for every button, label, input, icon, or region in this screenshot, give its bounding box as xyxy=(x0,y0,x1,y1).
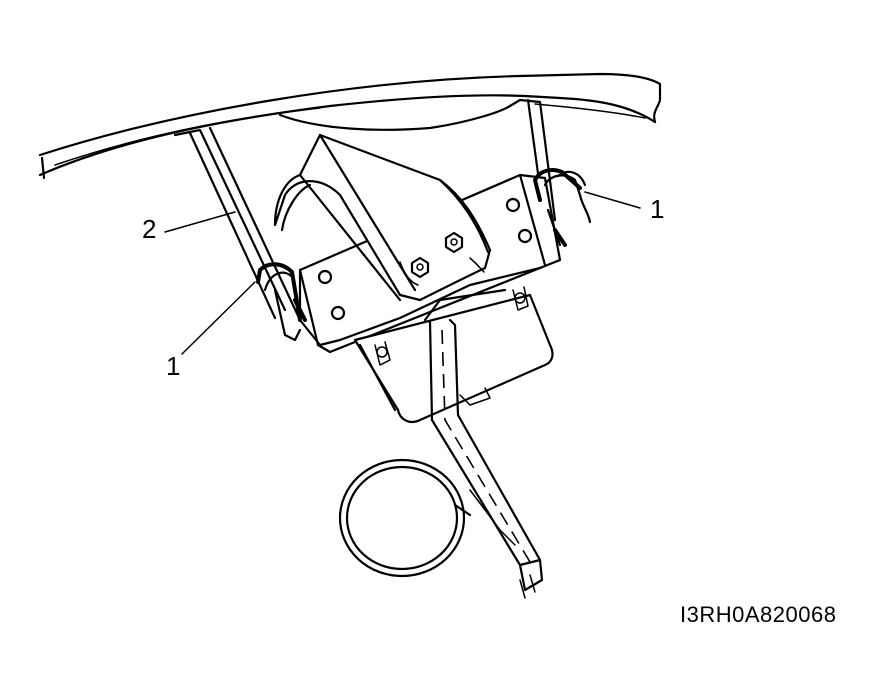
mounting-hole xyxy=(505,197,521,213)
lower-module-box xyxy=(353,286,554,424)
fastener-nut xyxy=(410,256,430,279)
mounting-frame xyxy=(173,98,557,322)
body-panel xyxy=(38,72,662,180)
leader-lines xyxy=(164,191,641,355)
callout-label-frame: 2 xyxy=(142,214,156,244)
fastener-nut xyxy=(444,231,464,254)
retaining-clip-left xyxy=(256,262,307,342)
mounting-hole xyxy=(330,305,346,321)
figure-id: I3RH0A820068 xyxy=(680,602,837,627)
callout-label-right-clip: 1 xyxy=(650,194,664,224)
wiring-harness xyxy=(423,288,544,599)
mounting-hole xyxy=(517,228,533,244)
ring-component xyxy=(338,458,472,578)
retaining-clip-right xyxy=(533,168,592,247)
airbag-cover xyxy=(273,133,492,302)
mounting-hole xyxy=(317,269,333,285)
callout-label-left-clip: 1 xyxy=(166,351,180,381)
